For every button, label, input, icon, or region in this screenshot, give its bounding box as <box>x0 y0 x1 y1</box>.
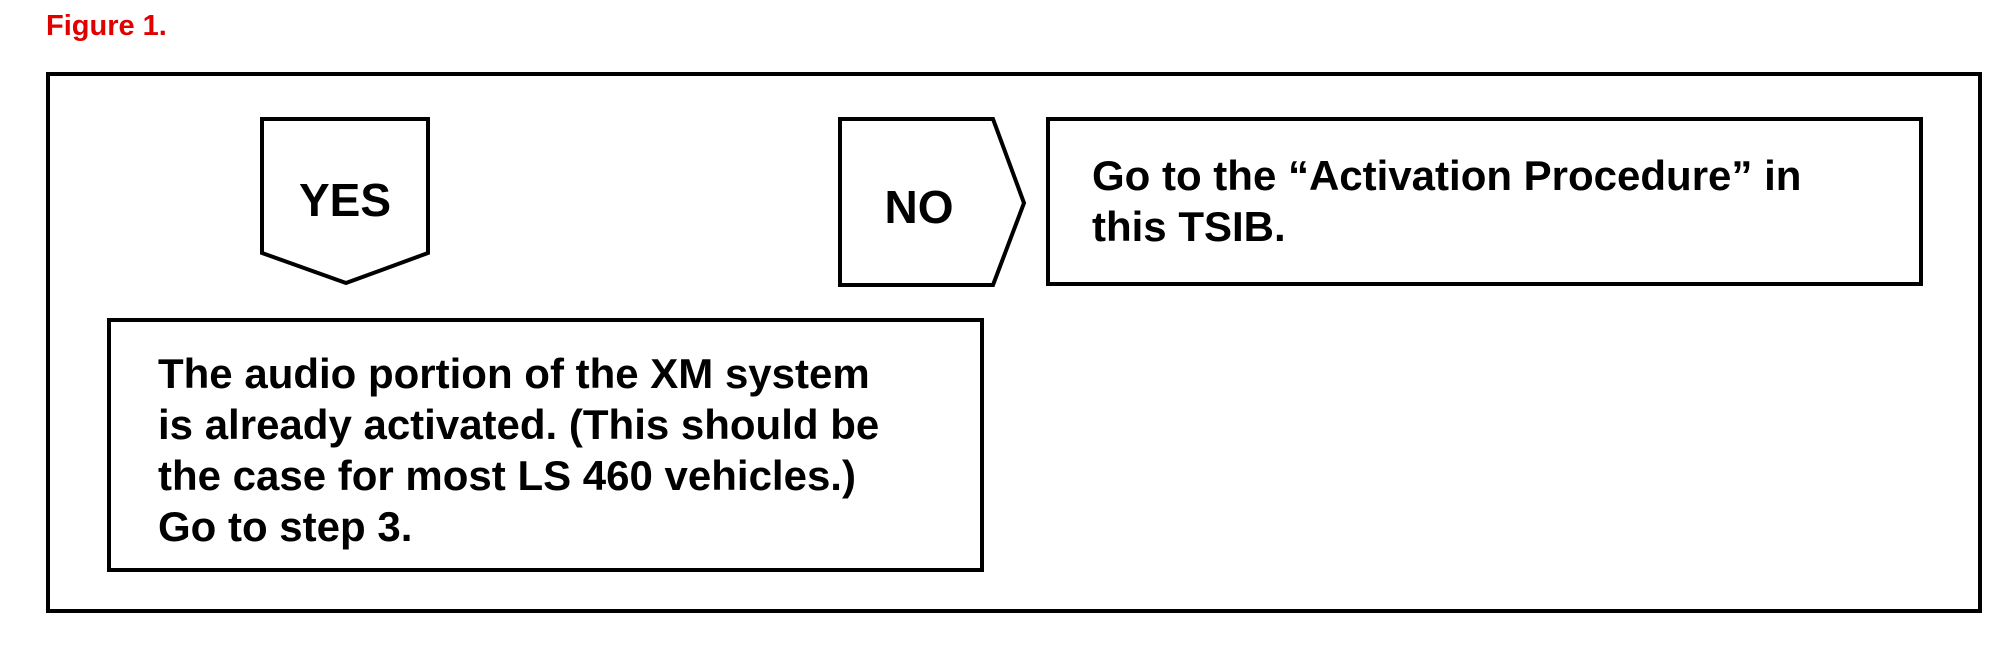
yes-result-text: The audio portion of the XM system is al… <box>158 350 880 550</box>
figure-label: Figure 1. <box>46 10 167 42</box>
yes-arrow-shape <box>260 117 430 286</box>
yes-label: YES <box>298 174 392 226</box>
no-result-box <box>1046 117 1923 286</box>
diagram-frame <box>46 72 1982 613</box>
no-label: NO <box>884 181 954 233</box>
yes-result-box <box>107 318 984 572</box>
no-arrow-shape <box>838 117 1027 287</box>
no-result-text: Go to the “Activation Procedure” in this… <box>1092 152 1802 250</box>
